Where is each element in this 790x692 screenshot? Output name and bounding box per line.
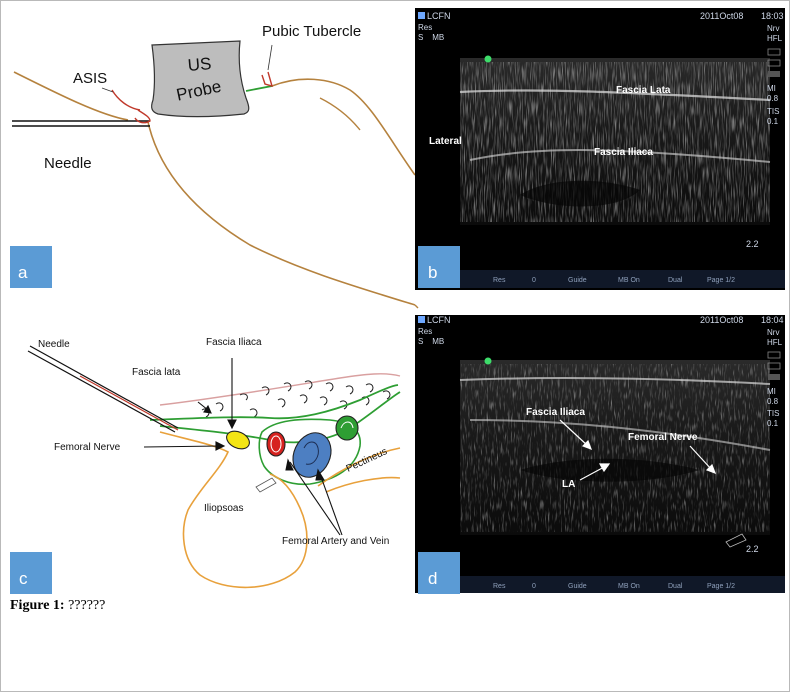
- femoral-vein-blue: [286, 427, 338, 484]
- panel-b-letter: b: [428, 263, 437, 282]
- label-pubic-tubercle: Pubic Tubercle: [262, 23, 361, 40]
- panel-c: Needle Fascia Iliaca Fascia lata Femoral…: [10, 337, 400, 594]
- pubic-tubercle-marker: [262, 72, 272, 86]
- label-needle-a: Needle: [44, 155, 92, 172]
- us-d-header-res: Res: [418, 327, 432, 336]
- asis-pointer: [102, 88, 113, 92]
- panel-d: LCFN Res S MB 2011Oct08 18:04 Nrv HFL MI…: [415, 315, 785, 594]
- us-b-label-lateral: Lateral: [429, 136, 462, 147]
- us-b-green-dot: [485, 56, 492, 63]
- label-fascia-lata-c: Fascia lata: [132, 367, 181, 378]
- us-b-toolbar-zero[interactable]: 0: [532, 277, 536, 284]
- us-b-toolbar-mb[interactable]: MB On: [618, 277, 640, 284]
- us-d-toolbar-res[interactable]: Res: [493, 583, 506, 590]
- figure-caption-label: Figure 1:: [10, 598, 65, 613]
- label-femoral-vessels: Femoral Artery and Vein: [282, 536, 389, 547]
- label-asis: ASIS: [73, 70, 107, 87]
- figure-caption-text: ??????: [68, 598, 105, 613]
- label-iliopsoas: Iliopsoas: [204, 503, 243, 514]
- panel-b-letter-box: [418, 246, 460, 288]
- us-d-header-time: 18:04: [761, 315, 784, 325]
- us-b-side-mi: MI: [767, 84, 776, 93]
- us-b-depth: 2.2: [746, 239, 759, 249]
- fascia-lata-line: [160, 374, 400, 405]
- connector-line: [415, 305, 418, 308]
- us-d-toolbar-dual[interactable]: Dual: [668, 583, 683, 590]
- us-d-toolbar-zero[interactable]: 0: [532, 583, 536, 590]
- label-pectineus: Pectineus: [345, 446, 389, 475]
- us-d-side-tis: TIS: [767, 409, 779, 418]
- femoral-nerve-yellow: [224, 428, 253, 453]
- green-line-a: [246, 86, 272, 91]
- us-b-toolbar-page[interactable]: Page 1/2: [707, 277, 735, 284]
- panel-c-letter-box: [10, 552, 52, 594]
- us-d-label-femoral-nerve: Femoral Nerve: [628, 432, 698, 443]
- us-b-logo-square: [418, 12, 425, 19]
- label-fascia-iliaca-c: Fascia Iliaca: [206, 337, 262, 348]
- us-b-side-tis-val: 0.1: [767, 117, 779, 126]
- us-b-side-icon-3: [768, 71, 780, 77]
- us-d-header-smb: S MB: [418, 337, 444, 346]
- us-b-header-smb: S MB: [418, 33, 444, 42]
- us-d-header-mode: LCFN: [427, 315, 451, 325]
- us-b-header-res: Res: [418, 23, 432, 32]
- us-b-toolbar-res[interactable]: Res: [493, 277, 506, 284]
- fascia-iliaca-green-upper: [150, 385, 398, 420]
- us-b-side-mi-val: 0.8: [767, 94, 779, 103]
- us-d-side-mi: MI: [767, 387, 776, 396]
- us-d-toolbar-mb[interactable]: MB On: [618, 583, 640, 590]
- panel-c-letter: c: [19, 569, 28, 588]
- us-d-side-icon-3: [768, 374, 780, 380]
- needle-c-red: [80, 376, 178, 430]
- us-b-side-nrv: Nrv: [767, 24, 779, 33]
- label-femoral-nerve-c: Femoral Nerve: [54, 442, 121, 453]
- us-probe: [152, 41, 249, 117]
- needle-c-line-2: [28, 351, 175, 432]
- panel-a: Pubic Tubercle ASIS US Probe Needle a: [10, 23, 415, 305]
- figure-caption: Figure 1: ??????: [10, 598, 105, 614]
- us-d-header-date: 2011Oct08: [700, 315, 743, 325]
- us-d-side-tis-val: 0.1: [767, 419, 779, 428]
- us-b-toolbar-guide[interactable]: Guide: [568, 277, 587, 284]
- us-b-side-tis: TIS: [767, 107, 779, 116]
- us-d-side-hfl: HFL: [767, 338, 783, 347]
- us-d-label-fascia-iliaca: Fascia Iliaca: [526, 407, 585, 418]
- needle-c-line-1: [30, 346, 178, 428]
- us-b-label-fascia-lata: Fascia Lata: [616, 85, 671, 96]
- us-b-label-fascia-iliaca: Fascia Iliaca: [594, 147, 653, 158]
- us-d-logo-square: [418, 316, 425, 323]
- us-d-green-dot: [485, 358, 492, 365]
- us-b-side-hfl: HFL: [767, 34, 783, 43]
- body-contour-left: [14, 72, 128, 120]
- us-b-header-date: 2011Oct08: [700, 11, 743, 21]
- us-d-depth: 2.2: [746, 544, 759, 554]
- us-d-label-la: LA: [562, 479, 575, 490]
- pubic-contour: [320, 98, 360, 130]
- us-d-side-mi-val: 0.8: [767, 397, 779, 406]
- label-probe-us: US: [187, 54, 212, 75]
- panel-d-letter-box: [418, 552, 460, 594]
- body-contour-right: [272, 79, 415, 175]
- lymph-green: [336, 416, 358, 440]
- us-b-header-time: 18:03: [761, 11, 784, 21]
- us-d-toolbar-page[interactable]: Page 1/2: [707, 583, 735, 590]
- panel-d-letter: d: [428, 569, 437, 588]
- us-d-side-nrv: Nrv: [767, 328, 779, 337]
- us-b-toolbar-dual[interactable]: Dual: [668, 277, 683, 284]
- body-contour-thigh: [148, 122, 415, 305]
- label-needle-c: Needle: [38, 339, 70, 350]
- us-b-header-mode: LCFN: [427, 11, 451, 21]
- panel-a-letter: a: [18, 263, 28, 282]
- us-d-speckle: [460, 364, 770, 532]
- pubic-tubercle-pointer: [268, 45, 272, 70]
- hatch-mark-c: [256, 478, 276, 492]
- panel-a-letter-box: [10, 246, 52, 288]
- us-d-toolbar-guide[interactable]: Guide: [568, 583, 587, 590]
- panel-b: LCFN Res S MB 2011Oct08 18:03 Nrv HFL MI…: [415, 8, 785, 290]
